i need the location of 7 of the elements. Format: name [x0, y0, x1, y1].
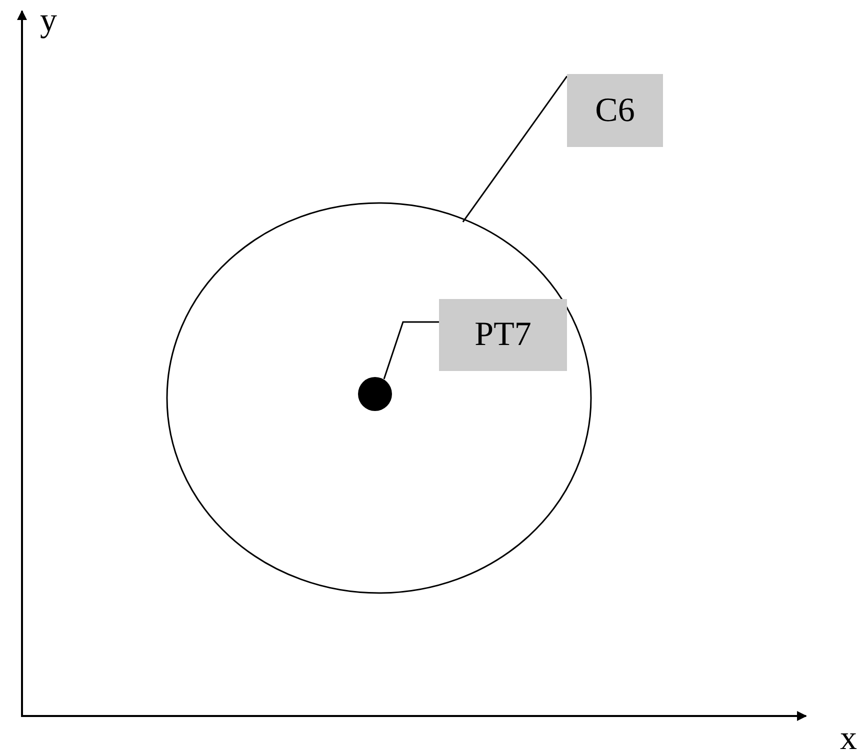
axis-label: y — [40, 4, 57, 38]
leader-line — [462, 76, 568, 222]
point-dot — [358, 377, 392, 411]
axis-label: x — [840, 722, 857, 753]
leader-line — [383, 321, 439, 380]
circle — [166, 202, 592, 594]
callout-label: C6 — [567, 74, 663, 147]
